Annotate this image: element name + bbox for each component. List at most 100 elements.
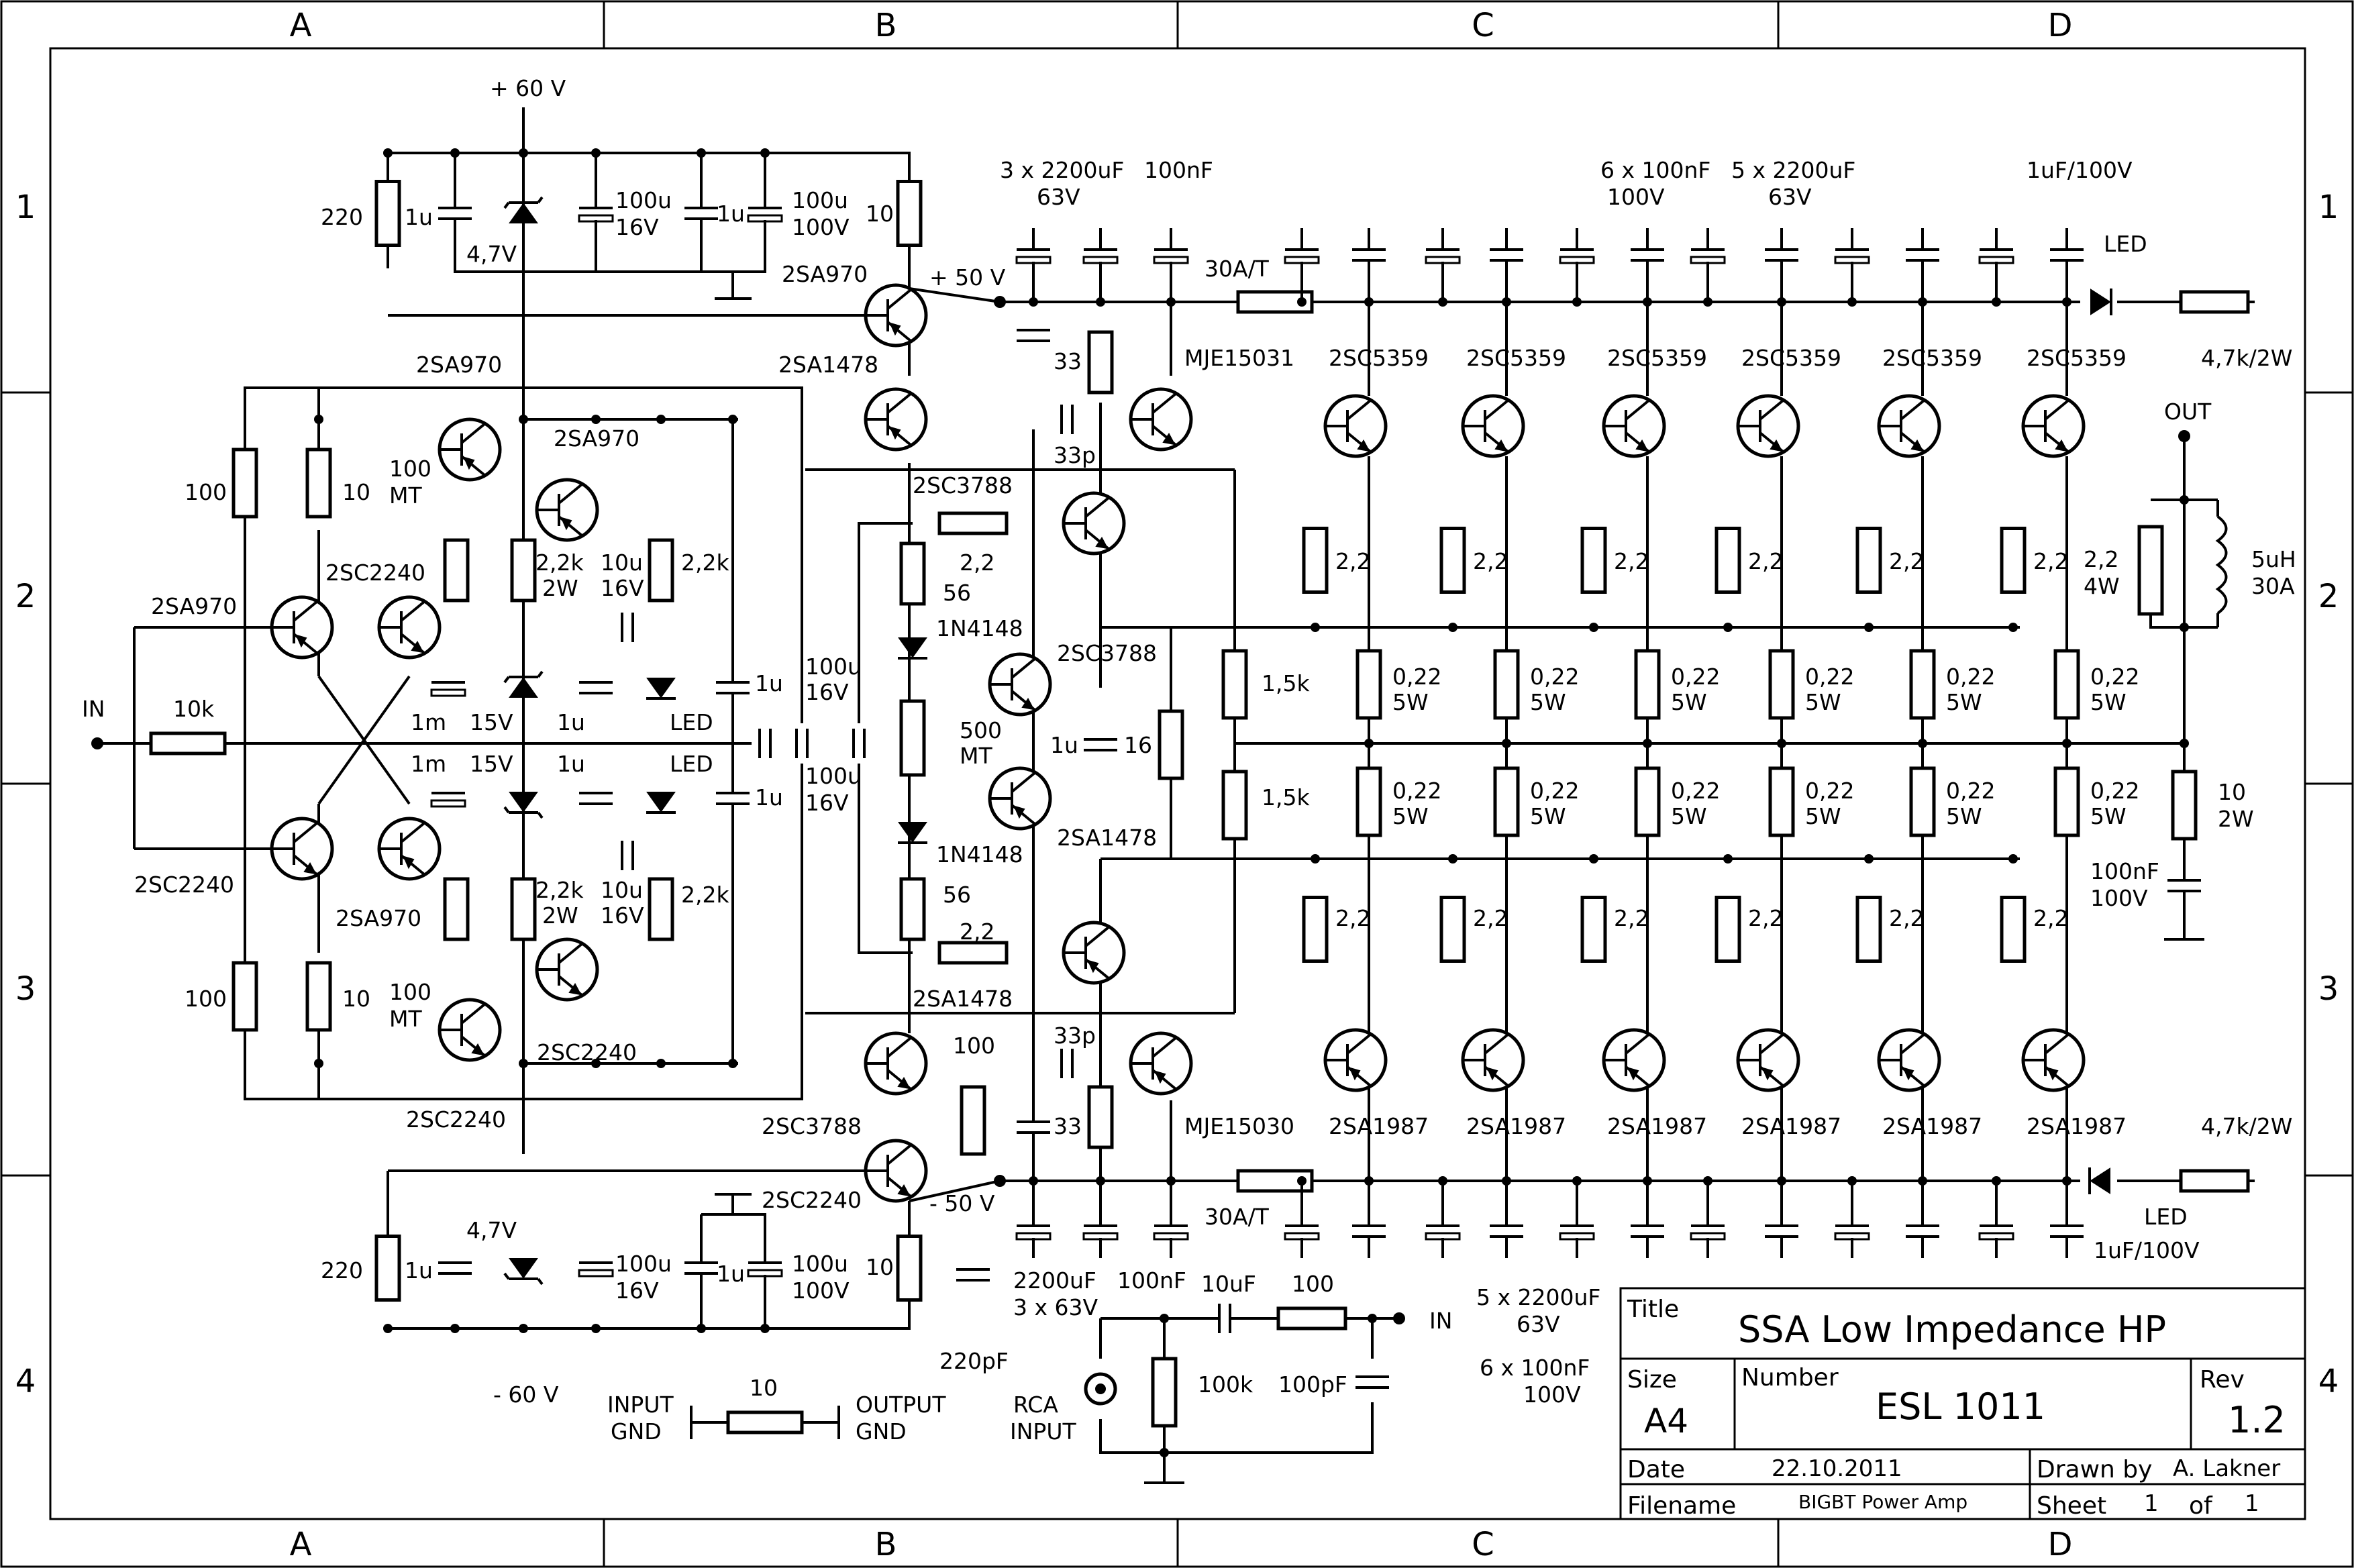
rail-cap-top [1557, 248, 1597, 264]
cap-33p-bot [1060, 1043, 1074, 1084]
junction-dot [760, 1324, 770, 1333]
drawn-by-label: Drawn by [2037, 1456, 2152, 1483]
label-q-in-ut: 2SA970 [416, 352, 502, 378]
resistor-0r22-bot [1355, 766, 1382, 837]
label-z47-bot: 4,7V [466, 1217, 517, 1243]
label-2r2-base-bot: 2,2 [1889, 905, 1924, 931]
label-0r22-top-a: 0,22 [1671, 664, 1720, 690]
transistor-2sa1478-vbe [988, 766, 1052, 831]
resistor-2r2-4w [2137, 525, 2164, 616]
label-r10-in-top: 10 [342, 479, 370, 505]
label-q-2sa1478-bot: 2SA1478 [913, 986, 1013, 1012]
label-2r2-base-top: 2,2 [1335, 548, 1370, 574]
label-r15k-bot: 1,5k [1262, 784, 1310, 811]
rail-cap-bot [1627, 1224, 1668, 1238]
led-in-bot [646, 792, 676, 814]
row-label-left-3: 3 [15, 970, 36, 1008]
resistor-0r22-top [1355, 649, 1382, 720]
label-c100u-in-bot-b: 16V [805, 790, 849, 816]
label-r22k2w-top-a: 2,2k [535, 550, 584, 576]
rail-cap-top [1486, 248, 1527, 262]
col-label-bot-d: D [2048, 1526, 2073, 1563]
label-c1u-bot-a: 1u [405, 1257, 433, 1284]
resistor-2r2-drv-top [937, 511, 1009, 535]
resistor-4k7-top [2179, 290, 2250, 314]
cap-1u-right-top [713, 681, 753, 694]
label-c220p: 220pF [939, 1348, 1009, 1374]
label-r22-4w-b: 4W [2084, 573, 2120, 599]
cap-1m-top [428, 681, 468, 697]
terminal-plus-50 [994, 296, 1006, 308]
rail-cap-bot [1557, 1224, 1597, 1241]
resistor-drv-top [1087, 330, 1114, 395]
terminal-minus-50 [994, 1175, 1006, 1187]
junction-dot [383, 1324, 393, 1333]
row-label-right-3: 3 [2318, 970, 2339, 1008]
label-2sa1987: 2SA1987 [1741, 1113, 1841, 1139]
label-c1u-top-a: 1u [405, 204, 433, 230]
label-caps-bot-f: 100V [1523, 1381, 1581, 1408]
resistor-2r2-base-bot [1715, 896, 1741, 963]
label-2sa1987: 2SA1987 [1466, 1113, 1566, 1139]
transistor-2sa970-in-b [377, 817, 442, 881]
label-q-2sc3788-vbe: 2SC3788 [1057, 640, 1157, 666]
rail-cap-bot [1151, 1224, 1191, 1241]
label-r220-top: 220 [321, 204, 363, 230]
transistor-2sc3788-bot-drv [864, 1031, 928, 1096]
label-0r22-bot-b: 5W [1671, 803, 1707, 829]
label-r22-drv-top: 2,2 [960, 550, 994, 576]
label-c100u-top-b2: 100V [792, 214, 850, 240]
junction-dot [2180, 739, 2189, 748]
transistor-2sa1987 [2021, 1028, 2086, 1092]
label-c1m-bot: 1m [411, 751, 446, 777]
trimmer-100-bot [443, 877, 470, 941]
label-led-out-bot: LED [2144, 1204, 2188, 1230]
label-0r22-top-a: 0,22 [1805, 664, 1854, 690]
label-0r22-top-b: 5W [1671, 689, 1707, 715]
revision: 1.2 [2228, 1399, 2286, 1441]
rail-cap-top [1902, 248, 1943, 262]
transistor-2sc2240-bot [438, 998, 502, 1062]
rail-cap-top [1349, 248, 1389, 262]
junction-dot [656, 1059, 666, 1068]
label-r10-2w-b: 2W [2218, 806, 2254, 832]
led-out-top [2090, 289, 2112, 315]
resistor-2r2-base-top [1439, 527, 1466, 594]
label-2sc5359: 2SC5359 [1741, 345, 1841, 371]
junction-dot [314, 1059, 323, 1068]
junction-dot [1643, 739, 1652, 748]
inductor-5uh [2215, 515, 2228, 615]
label-trim-bot-b: MT [389, 1006, 422, 1032]
junction-dot [1723, 623, 1733, 632]
cap-10u-bot [621, 835, 634, 876]
transistor-2sc2240-cascode [535, 937, 599, 1002]
label-r100-drv: 100 [953, 1033, 995, 1059]
resistor-100-drv [960, 1085, 986, 1156]
junction-dot [383, 148, 393, 158]
label-2sc5359: 2SC5359 [2027, 345, 2127, 371]
junction-dot [591, 1324, 601, 1333]
transistor-2sc3788-vbe [988, 652, 1052, 717]
junction-dot [1448, 854, 1457, 864]
resistor-56-top [899, 541, 926, 606]
cap-1m-bot [428, 792, 468, 808]
transistor-2sc2240-in-b [270, 817, 334, 881]
cap-100u-top [576, 207, 616, 223]
label-0r22-bot-b: 5W [1392, 803, 1429, 829]
resistor-100-in-top [232, 448, 258, 519]
junction-dot [2008, 854, 2018, 864]
label-c10u-bot-a: 10u [601, 877, 643, 903]
label-c1u-bot-b: 1u [717, 1261, 745, 1287]
junction-dot [1448, 623, 1457, 632]
label-caps-top-f: 63V [1768, 184, 1812, 210]
label-plus-50v: + 50 V [929, 264, 1006, 291]
resistor-0r22-top [1493, 649, 1520, 720]
label-q-2sc2240-supply: 2SC2240 [762, 1187, 862, 1213]
label-c1u-right-top: 1u [755, 670, 783, 696]
junction-dot [1864, 854, 1874, 864]
resistor-10-bot [896, 1235, 923, 1302]
col-label-bot-b: B [875, 1526, 897, 1563]
filename: BIGBT Power Amp [1798, 1491, 1967, 1513]
label-c10u-top-a: 10u [601, 550, 643, 576]
label-0r22-top-b: 5W [1392, 689, 1429, 715]
